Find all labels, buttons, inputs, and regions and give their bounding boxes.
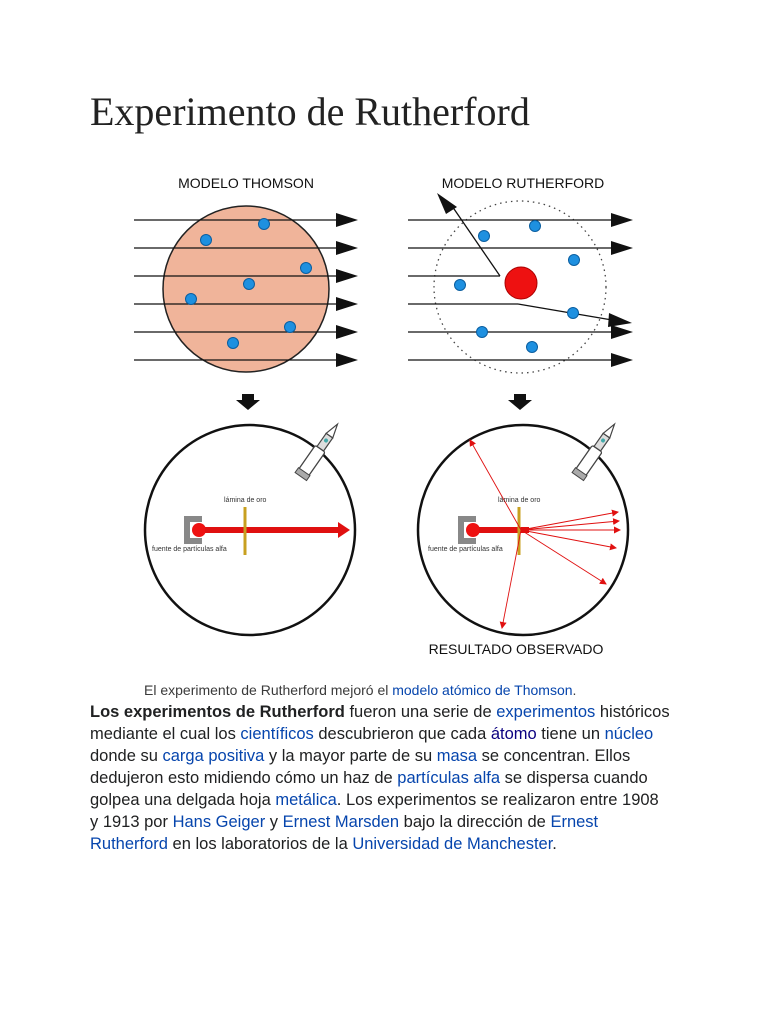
thomson-beam-arrowhead: [338, 522, 350, 538]
result-observed-label: RESULTADO OBSERVADO: [429, 641, 604, 657]
rutherford-arrowheads: [437, 193, 633, 367]
text-segment: bajo la dirección de: [399, 813, 551, 831]
rutherford-alpha-beam: [479, 527, 529, 533]
caption-prefix: El experimento de Rutherford mejoró el: [144, 682, 393, 698]
caption-suffix: .: [572, 682, 577, 698]
text-segment: en los laboratorios de la: [167, 835, 353, 853]
link-hans-geiger[interactable]: Hans Geiger: [172, 813, 266, 831]
down-arrows: [236, 394, 532, 410]
thomson-arrowheads: [336, 213, 358, 367]
rutherford-nucleus: [504, 266, 538, 300]
rutherford-model-label: MODELO RUTHERFORD: [442, 175, 605, 191]
text-segment: históricos mediante el cual los: [90, 703, 670, 743]
link-atomo[interactable]: átomo: [490, 725, 537, 743]
text-segment: y la mayor parte de su: [264, 747, 437, 765]
page-title: Experimento de Rutherford: [90, 89, 530, 134]
rutherford-alpha-paths: [408, 205, 615, 361]
rutherford-experiment-figure: MODELO THOMSON MODELO RUTHERFORD: [134, 175, 633, 657]
rutherford-alpha-source-label: fuente de partículas alfa: [428, 546, 503, 553]
link-ernest-marsden[interactable]: Ernest Marsden: [282, 813, 400, 831]
link-carga-positiva[interactable]: carga positiva: [162, 747, 265, 765]
link-experimentos[interactable]: experimentos: [496, 703, 596, 721]
thomson-model-label: MODELO THOMSON: [178, 175, 314, 191]
rutherford-microscope-icon: [571, 422, 616, 482]
text-segment: donde su: [90, 747, 163, 765]
text-segment: tiene un: [536, 725, 605, 743]
thomson-microscope-icon: [294, 422, 339, 482]
text-segment: . Los experimentos se realizaron entre 1…: [90, 791, 659, 831]
rutherford-gold-foil-label: lámina de oro: [498, 497, 541, 504]
link-particulas-alfa[interactable]: partículas alfa: [397, 769, 501, 787]
rutherford-scattered-rays: [469, 439, 621, 629]
thomson-alpha-source-icon: [184, 516, 206, 544]
text-segment: se dispersa cuando golpea una delgada ho…: [90, 769, 648, 809]
link-modelo-atomico-thomson[interactable]: modelo atómico de Thomson: [392, 682, 573, 698]
text-segment: y: [265, 813, 283, 831]
thomson-alpha-beam: [205, 527, 340, 533]
rutherford-atom-boundary: [433, 200, 607, 374]
thomson-alpha-source-label: fuente de partículas alfa: [152, 546, 227, 553]
rutherford-electrons: [454, 220, 580, 353]
thomson-alpha-paths: [134, 219, 340, 361]
link-masa[interactable]: masa: [436, 747, 478, 765]
figure-caption: El experimento de Rutherford mejoró el m…: [144, 682, 576, 698]
text-segment: descubrieron que cada: [313, 725, 491, 743]
bold-lead: Los experimentos de Rutherford: [90, 703, 345, 721]
intro-paragraph: Los experimentos de Rutherford fueron un…: [90, 701, 670, 855]
link-cientificos[interactable]: científicos: [240, 725, 314, 743]
link-universidad-manchester[interactable]: Universidad de Manchester: [352, 835, 553, 853]
thomson-gold-foil-label: lámina de oro: [224, 497, 267, 504]
text-segment: .: [552, 835, 557, 853]
thomson-electrons: [185, 218, 312, 349]
link-ernest-rutherford[interactable]: Ernest Rutherford: [90, 813, 599, 853]
link-nucleo[interactable]: núcleo: [604, 725, 654, 743]
link-metalica[interactable]: metálica: [275, 791, 337, 809]
text-segment: fueron una serie de: [344, 703, 497, 721]
text-segment: se concentran. Ellos dedujeron esto midi…: [90, 747, 631, 787]
rutherford-alpha-source-icon: [458, 516, 480, 544]
